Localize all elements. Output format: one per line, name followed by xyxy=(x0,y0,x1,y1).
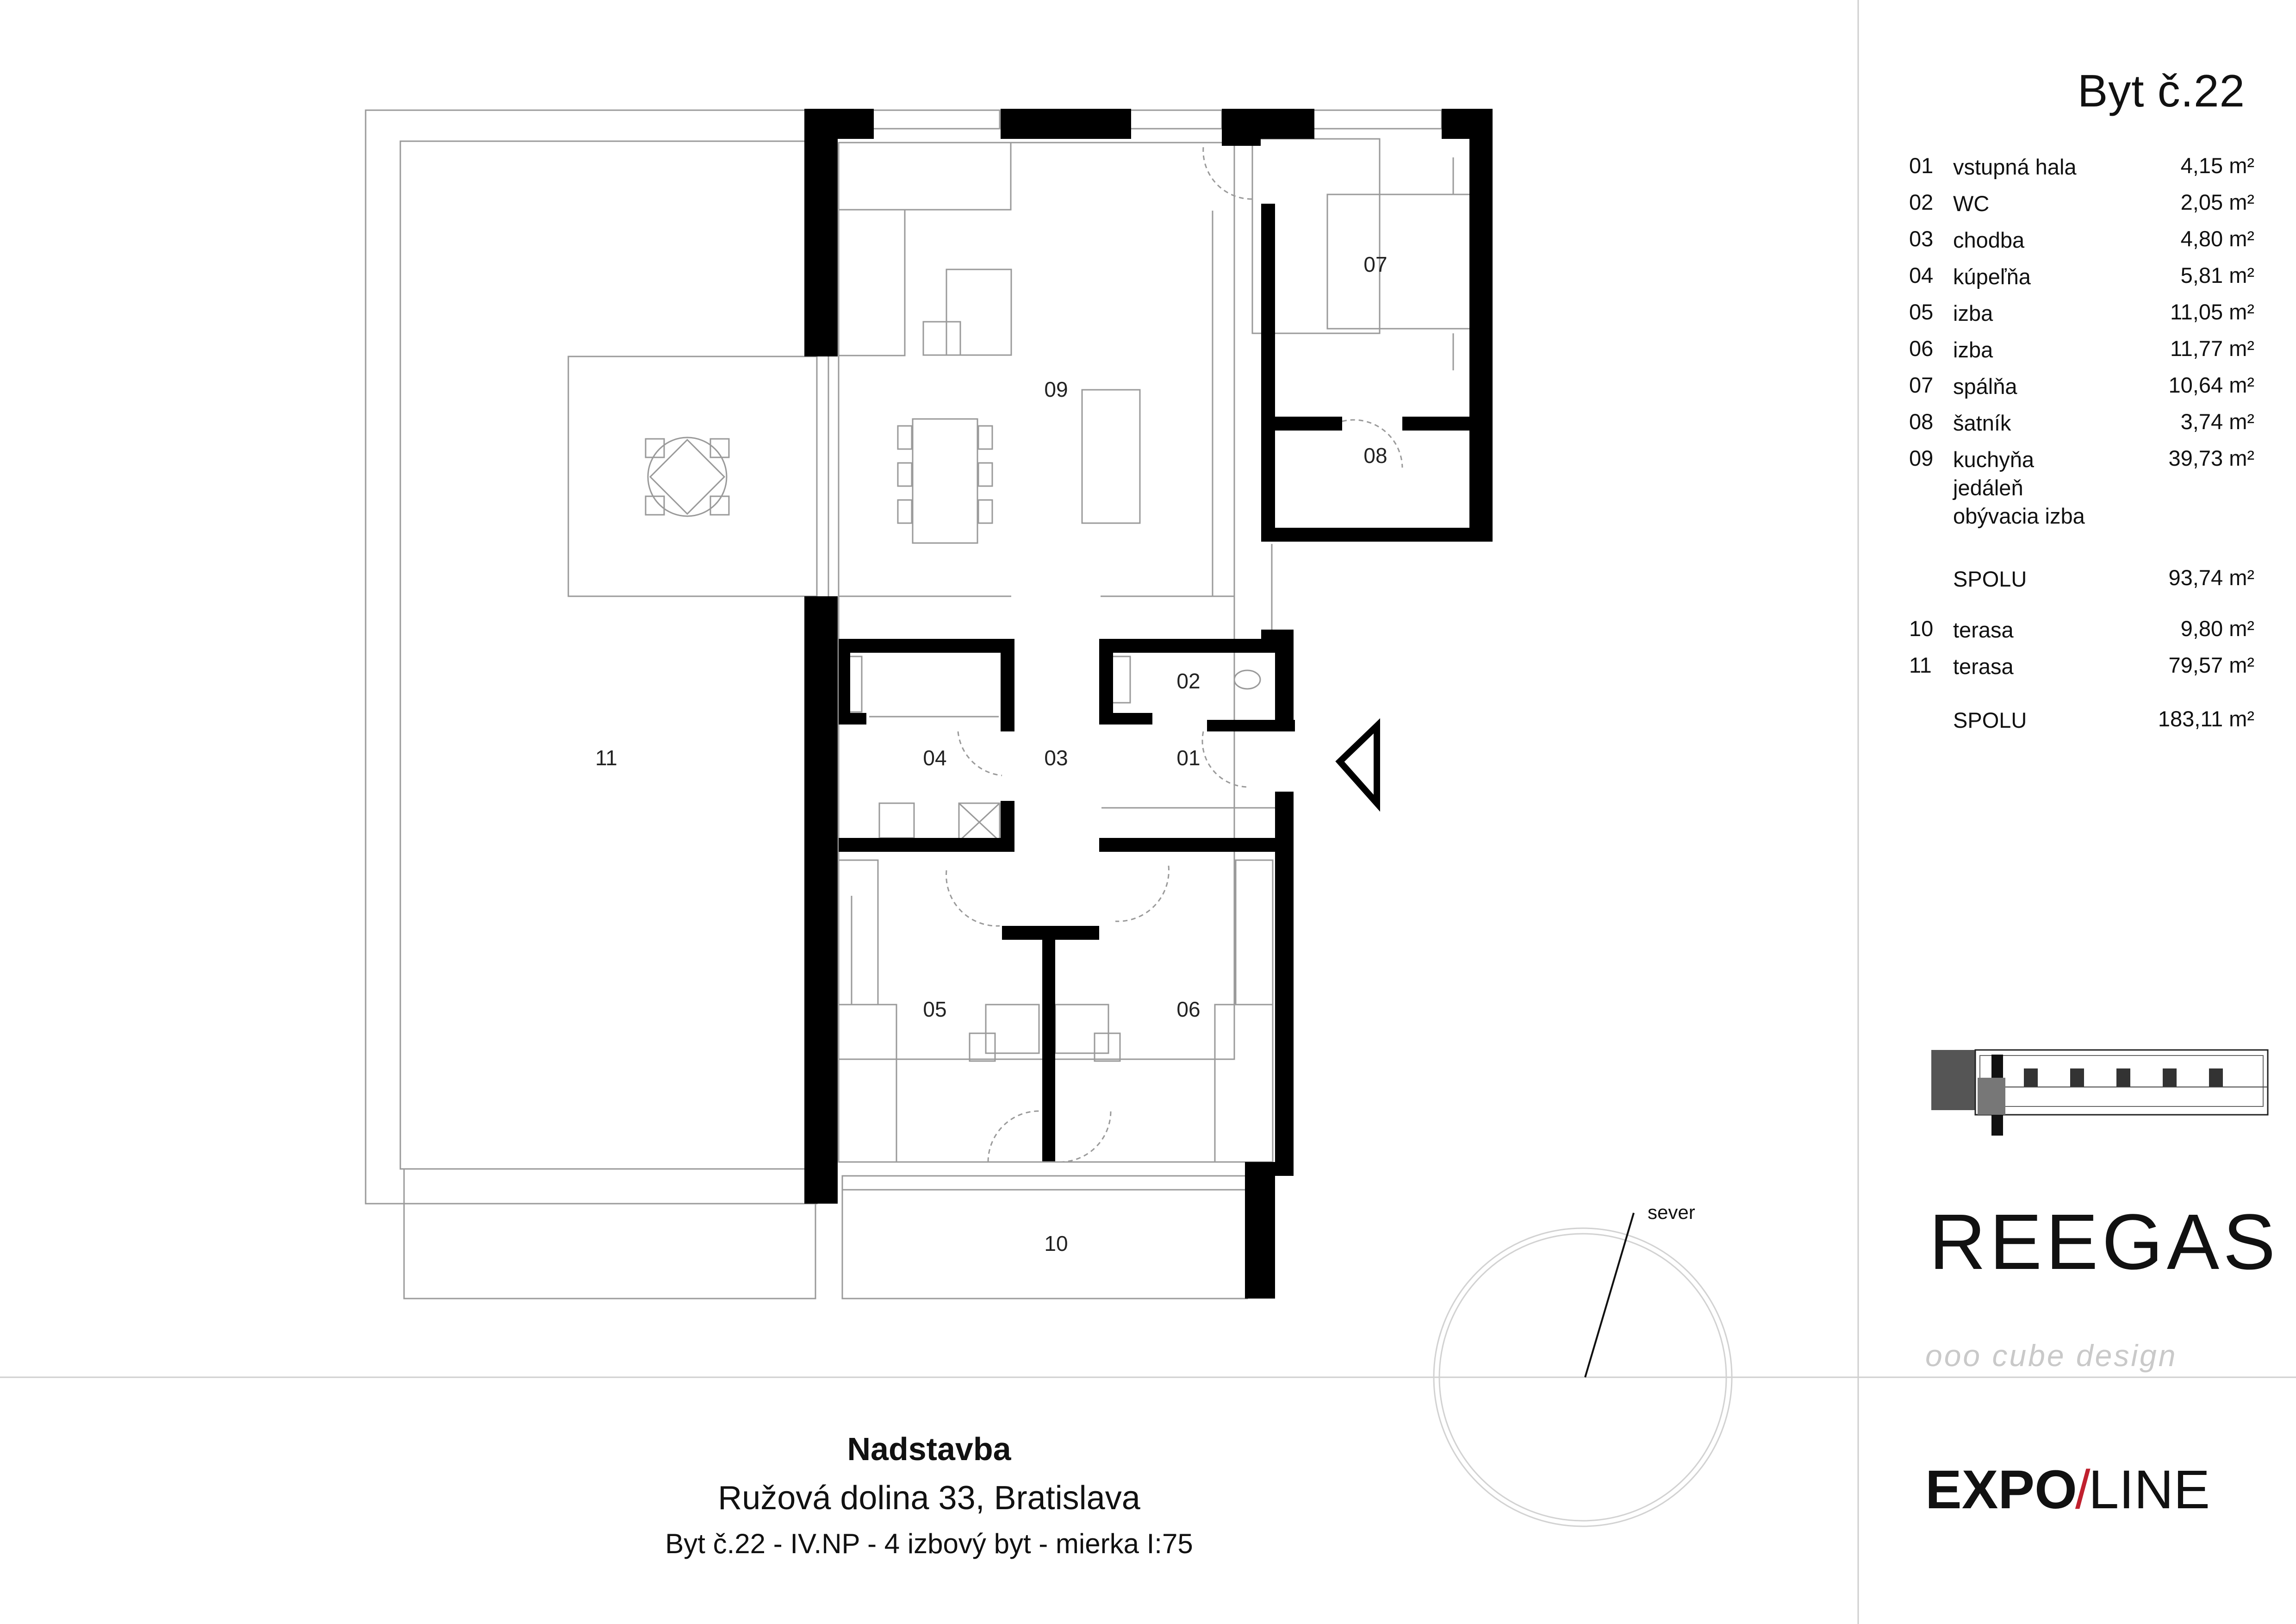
apartment-description: Byt č.22 - IV.NP - 4 izbový byt - mierka… xyxy=(665,1528,1193,1559)
legend-row: 06 izba 11,77 m² xyxy=(1909,336,2254,364)
legend-name: terasa xyxy=(1953,618,2014,642)
apartment-title: Byt č.22 xyxy=(2077,65,2245,116)
minimap-icon xyxy=(1931,1049,2269,1136)
interior-furniture xyxy=(838,138,1479,1163)
legend-row: 10 terasa 9,80 m² xyxy=(1909,616,2254,644)
legend-row: 01 vstupná hala 4,15 m² xyxy=(1909,153,2254,181)
legend-row: SPOLU 183,11 m² xyxy=(1909,706,2254,735)
legend-num: 08 xyxy=(1909,409,1934,434)
legend-num: 05 xyxy=(1909,300,1934,324)
legend-area: 11,05 m² xyxy=(2170,300,2254,324)
legend-num: 04 xyxy=(1909,263,1934,287)
legend-name: SPOLU xyxy=(1953,567,2027,591)
legend-num: 09 xyxy=(1909,446,1934,470)
legend-row: 03 chodba 4,80 m² xyxy=(1909,226,2254,255)
legend-num: 07 xyxy=(1909,373,1934,397)
door-swings xyxy=(946,147,1403,1163)
expoline-logo: EXPO/LINE xyxy=(1925,1458,2210,1521)
legend-row: 08 šatník 3,74 m² xyxy=(1909,409,2254,437)
project-title: Nadstavba xyxy=(847,1431,1011,1467)
room-label-01: 01 xyxy=(1176,746,1200,770)
entrance-arrow-icon xyxy=(1335,718,1380,812)
room-label-09: 09 xyxy=(1044,377,1068,401)
expo-text: EXPO xyxy=(1925,1459,2077,1520)
legend-area: 183,11 m² xyxy=(2158,706,2254,731)
legend-num: 10 xyxy=(1909,616,1934,641)
cube-design-logo: ooo cube design xyxy=(1925,1338,2178,1373)
legend-area: 5,81 m² xyxy=(2180,263,2254,287)
legend-name: WC xyxy=(1953,191,1990,216)
legend-num: 02 xyxy=(1909,190,1934,214)
line-text: LINE xyxy=(2088,1459,2210,1520)
legend-area: 10,64 m² xyxy=(2168,373,2254,397)
legend-name: SPOLU xyxy=(1953,708,2027,732)
room-label-11: 11 xyxy=(595,746,617,770)
room-label-06: 06 xyxy=(1176,997,1200,1021)
legend-area: 9,80 m² xyxy=(2180,616,2254,641)
legend-area: 3,74 m² xyxy=(2180,409,2254,434)
patio-table-icon xyxy=(645,437,730,517)
legend-name: šatník xyxy=(1953,411,2011,435)
legend-row: 04 kúpeľňa 5,81 m² xyxy=(1909,262,2254,291)
legend-num: 11 xyxy=(1909,653,1932,677)
room-label-02: 02 xyxy=(1176,669,1200,693)
legend-name: kúpeľňa xyxy=(1953,264,2031,289)
legend-name: terasa xyxy=(1953,654,2014,679)
legend-area: 11,77 m² xyxy=(2170,336,2254,361)
legend-name: izba xyxy=(1953,301,1993,325)
legend-num: 01 xyxy=(1909,153,1934,178)
north-label: sever xyxy=(1648,1201,1695,1223)
sidebar: Byt č.22 01 vstupná hala 4,15 m² 02 WC 2,05 … xyxy=(1858,0,2296,1624)
legend-row: 11 terasa 79,57 m² xyxy=(1909,652,2254,681)
legend-name: spálňa xyxy=(1953,374,2017,399)
legend-name: izba xyxy=(1953,337,1993,362)
room-labels: 01 02 03 04 05 06 07 08 09 10 11 xyxy=(595,252,1387,1255)
legend-name: chodba xyxy=(1953,228,2025,252)
expo-slash: / xyxy=(2075,1459,2091,1520)
legend-num: 06 xyxy=(1909,336,1934,361)
legend-row: 05 izba 11,05 m² xyxy=(1909,299,2254,328)
room-label-03: 03 xyxy=(1044,746,1068,770)
project-address: Ružová dolina 33, Bratislava xyxy=(718,1480,1140,1517)
room-label-10: 10 xyxy=(1044,1231,1068,1255)
legend-row: SPOLU 93,74 m² xyxy=(1909,565,2254,593)
legend-num: 03 xyxy=(1909,226,1934,251)
legend-area: 4,80 m² xyxy=(2180,226,2254,251)
legend-area: 79,57 m² xyxy=(2168,653,2254,677)
north-compass-icon xyxy=(1433,1212,1733,1527)
legend-row: 02 WC 2,05 m² xyxy=(1909,189,2254,218)
room-label-04: 04 xyxy=(923,746,946,770)
room-label-05: 05 xyxy=(923,997,946,1021)
walls xyxy=(804,109,1493,1299)
legend-area: 2,05 m² xyxy=(2180,190,2254,214)
reegas-logo: REEGAS xyxy=(1929,1198,2279,1286)
terrace-11 xyxy=(365,109,818,1299)
legend-area: 4,15 m² xyxy=(2180,153,2254,178)
legend-name: vstupná hala xyxy=(1953,155,2077,179)
legend-name: kuchyňa jedáleň obývacia izba xyxy=(1953,447,2085,528)
room-label-08: 08 xyxy=(1363,443,1387,468)
legend-area: 39,73 m² xyxy=(2168,446,2254,470)
legend-row: 09 kuchyňa jedáleň obývacia izba 39,73 m² xyxy=(1909,445,2254,533)
legend-row: 07 spálňa 10,64 m² xyxy=(1909,372,2254,401)
legend-area: 93,74 m² xyxy=(2168,565,2254,590)
room-label-07: 07 xyxy=(1363,252,1387,276)
